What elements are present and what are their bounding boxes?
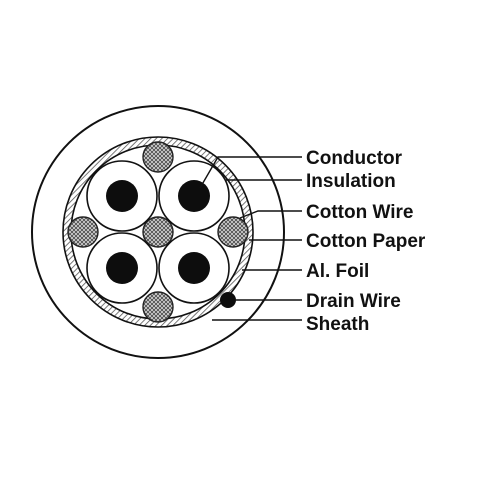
conductor bbox=[178, 180, 210, 212]
label-drain-wire: Drain Wire bbox=[306, 291, 401, 312]
insulated-conductor bbox=[86, 232, 158, 304]
cotton-wire bbox=[217, 216, 249, 248]
conductor bbox=[178, 252, 210, 284]
leader-line-cotton-wire bbox=[239, 210, 302, 219]
leader-line-conductor bbox=[199, 156, 302, 189]
insulated-conductor bbox=[158, 160, 230, 232]
insulated-conductor bbox=[158, 232, 230, 304]
label-conductor: Conductor bbox=[306, 148, 403, 169]
drain-wire bbox=[220, 292, 236, 308]
leader-lines bbox=[199, 156, 302, 321]
cotton-wire bbox=[67, 216, 99, 248]
cotton-wire bbox=[142, 216, 174, 248]
label-cotton-paper: Cotton Paper bbox=[306, 231, 426, 252]
cotton-wire bbox=[142, 141, 174, 173]
label-al-foil: Al. Foil bbox=[306, 261, 369, 282]
cotton-wire bbox=[142, 291, 174, 323]
label-insulation: Insulation bbox=[306, 171, 396, 192]
cotton-wire-group bbox=[67, 141, 249, 323]
label-cotton-wire: Cotton Wire bbox=[306, 202, 413, 223]
conductor bbox=[106, 180, 138, 212]
insulated-conductor bbox=[86, 160, 158, 232]
conductor bbox=[106, 252, 138, 284]
label-sheath: Sheath bbox=[306, 314, 369, 335]
